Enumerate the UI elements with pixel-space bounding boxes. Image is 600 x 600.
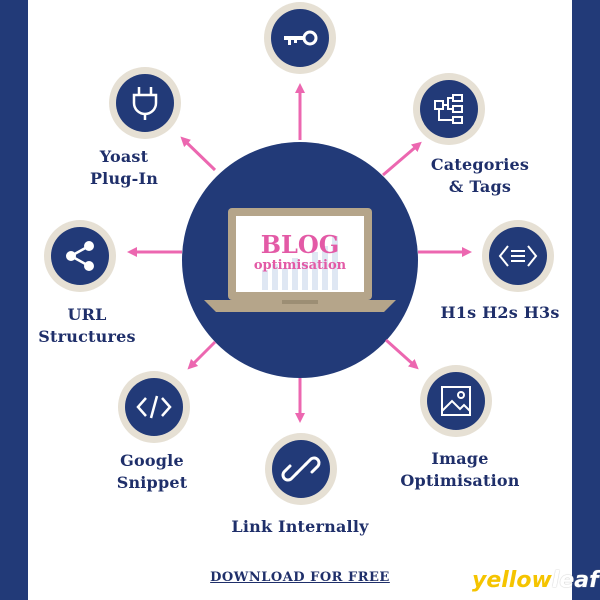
label-line: Snippet bbox=[116, 473, 188, 492]
chain-link-icon bbox=[281, 456, 321, 482]
connector-arrow bbox=[180, 136, 217, 172]
brand-part-1: yellow bbox=[472, 568, 552, 593]
image-icon bbox=[441, 386, 471, 416]
connector-arrow bbox=[384, 338, 419, 370]
node-url bbox=[44, 220, 116, 292]
node-headings bbox=[482, 220, 554, 292]
menu-lines-icon bbox=[498, 245, 538, 267]
key-icon bbox=[284, 30, 318, 46]
label-image: Image Optimisation bbox=[400, 448, 520, 492]
node-link bbox=[265, 433, 337, 505]
node-keyword bbox=[264, 2, 336, 74]
label-line: URL bbox=[67, 305, 107, 324]
label-line: Structures bbox=[38, 327, 136, 346]
label-link: Link Internally bbox=[220, 516, 380, 538]
node-categories bbox=[413, 73, 485, 145]
left-border-bar bbox=[0, 0, 28, 600]
label-categories: Categories & Tags bbox=[430, 154, 530, 198]
node-image bbox=[420, 365, 492, 437]
plug-icon bbox=[132, 87, 158, 120]
label-line: Optimisation bbox=[400, 471, 520, 490]
center-title: BLOG bbox=[260, 230, 340, 259]
label-yoast: Yoast Plug-In bbox=[84, 146, 164, 190]
node-snippet bbox=[118, 371, 190, 443]
label-line: & Tags bbox=[448, 177, 512, 196]
connector-arrow bbox=[382, 141, 422, 177]
label-line: H1s H2s H3s bbox=[440, 303, 560, 322]
label-url: URL Structures bbox=[32, 304, 142, 348]
brand-logo: yellowleaf bbox=[472, 566, 599, 596]
label-snippet: Google Snippet bbox=[102, 450, 202, 494]
label-line: Link Internally bbox=[231, 517, 369, 536]
share-icon bbox=[66, 241, 94, 271]
label-line: Categories bbox=[430, 155, 530, 174]
label-line: Google bbox=[120, 451, 184, 470]
label-line: Plug-In bbox=[89, 169, 159, 188]
right-border-bar bbox=[572, 0, 600, 600]
download-link[interactable]: DOWNLOAD FOR FREE bbox=[210, 570, 390, 585]
node-disc bbox=[51, 227, 109, 285]
node-disc bbox=[116, 74, 174, 132]
hierarchy-icon bbox=[434, 94, 463, 124]
label-line: Yoast bbox=[99, 147, 149, 166]
node-yoast bbox=[109, 67, 181, 139]
center-subtitle: optimisation bbox=[253, 258, 347, 273]
label-line: Image bbox=[431, 449, 489, 468]
label-headings: H1s H2s H3s bbox=[430, 302, 570, 324]
connector-arrow bbox=[187, 340, 217, 370]
code-brackets-icon bbox=[136, 395, 172, 419]
node-disc bbox=[427, 372, 485, 430]
brand-part-2: leaf bbox=[551, 568, 599, 593]
laptop-icon bbox=[204, 208, 396, 312]
